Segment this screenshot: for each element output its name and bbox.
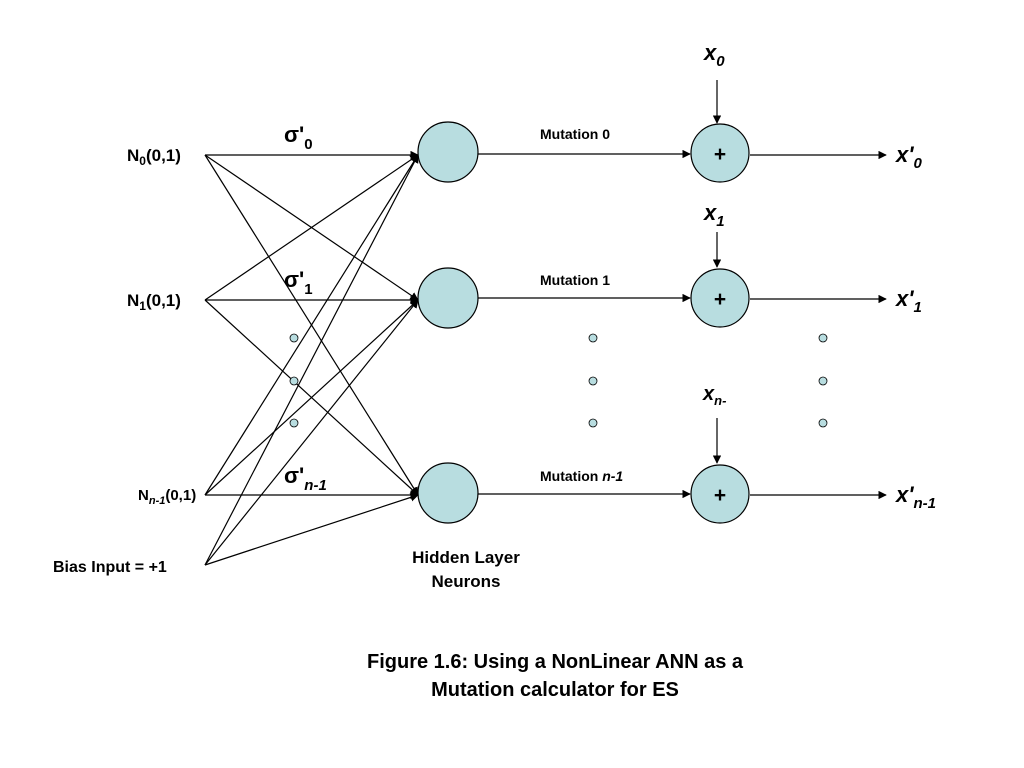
ellipsis-dot <box>818 418 828 428</box>
ellipsis-dot <box>289 333 299 343</box>
output-label-1: x'1 <box>895 286 922 316</box>
x-input-label-1: x1 <box>703 200 725 230</box>
x-input-label-n-1: xn- <box>702 383 726 408</box>
ellipsis-dot <box>818 333 828 343</box>
mutation-label-1: Mutation 1 <box>540 272 610 288</box>
hidden-neuron-0 <box>417 121 479 183</box>
hidden-layer <box>417 121 479 524</box>
connection-line <box>204 154 419 566</box>
caption-line-1: Figure 1.6: Using a NonLinear ANN as a <box>366 651 743 673</box>
connection-line <box>204 154 419 496</box>
figure-caption: Figure 1.6: Using a NonLinear ANN as a M… <box>300 648 810 704</box>
input-label-n1: N1(0,1) <box>127 291 181 313</box>
adder-node-1 <box>690 268 750 328</box>
connection-line <box>204 154 419 301</box>
ellipsis-dot <box>588 376 598 386</box>
sigma-label-0: σ'0 <box>284 122 313 153</box>
adders <box>690 123 750 524</box>
ellipsis-dot <box>289 376 299 386</box>
sigma-label-1: σ'1 <box>284 267 313 298</box>
mutation-label-0: Mutation 0 <box>540 126 610 142</box>
adder-node-n-1 <box>690 464 750 524</box>
ellipsis-dot <box>588 333 598 343</box>
hidden-layer-label-line2: Neurons <box>432 572 501 591</box>
adder-node-0 <box>690 123 750 183</box>
output-label-n-1: x'n-1 <box>895 482 936 512</box>
ellipsis-dot <box>588 418 598 428</box>
connection-line <box>204 493 419 566</box>
output-label-0: x'0 <box>895 142 922 172</box>
mutation-arrows <box>478 149 691 499</box>
sigma-label-n-1: σ'n-1 <box>284 463 327 494</box>
bias-input-label: Bias Input = +1 <box>53 559 167 576</box>
hidden-neuron-1 <box>417 267 479 329</box>
ellipsis-dot <box>818 376 828 386</box>
connection-line <box>204 299 419 566</box>
hidden-layer-label-line1: Hidden Layer <box>412 548 520 567</box>
ellipsis-dots <box>289 333 828 428</box>
caption-line-2: Mutation calculator for ES <box>431 679 679 701</box>
mutation-label-n-1: Mutation n-1 <box>540 468 623 484</box>
hidden-neuron-n-1 <box>417 462 479 524</box>
adder-symbols: + + + <box>714 143 726 507</box>
input-to-hidden-connections <box>204 150 419 566</box>
ellipsis-dot <box>289 418 299 428</box>
connection-line <box>204 299 419 496</box>
adder-plus-1: + <box>714 288 726 311</box>
input-label-n0: N0(0,1) <box>127 146 181 168</box>
x-input-label-0: x0 <box>703 40 725 70</box>
adder-plus-n-1: + <box>714 484 726 507</box>
input-label-n-1: Nn-1(0,1) <box>138 487 196 507</box>
adder-plus-0: + <box>714 143 726 166</box>
output-arrows <box>750 150 887 500</box>
